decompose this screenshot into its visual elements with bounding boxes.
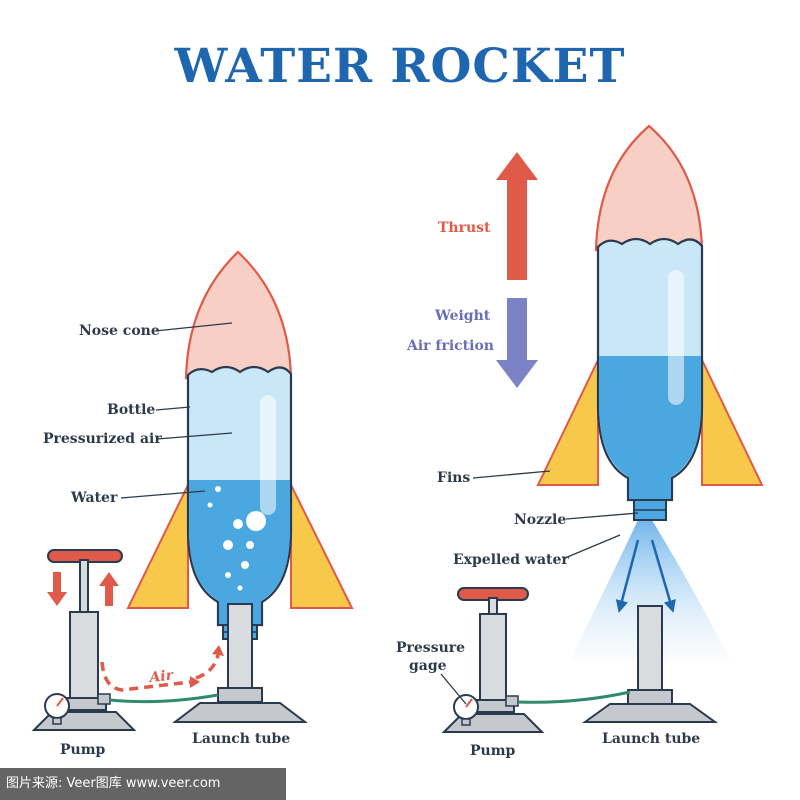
- right-launch-tube: [581, 605, 719, 723]
- label-pressure-gage-line1: Pressure: [396, 640, 465, 656]
- left-water: [189, 480, 290, 624]
- label-left-launch-tube: Launch tube: [192, 731, 290, 747]
- weight-friction-arrow: [496, 298, 538, 388]
- label-right-pump: Pump: [470, 743, 516, 759]
- label-weight: Weight: [434, 308, 491, 324]
- left-bubbles: [207, 486, 266, 591]
- left-nose-cone: [184, 250, 293, 380]
- right-fin-left: [536, 359, 599, 486]
- spray-arrows: [615, 539, 676, 613]
- label-fins: Fins: [437, 470, 470, 486]
- thrust-arrow: [496, 152, 538, 280]
- label-left-pump: Pump: [60, 742, 106, 758]
- left-rocket: [126, 250, 354, 640]
- right-hose: [517, 690, 631, 704]
- label-bottle: Bottle: [107, 402, 155, 418]
- right-fin-right: [701, 359, 764, 486]
- left-pump: [31, 549, 137, 731]
- right-pump: [441, 587, 545, 733]
- left-launch-tube: [172, 603, 308, 723]
- right-water: [599, 356, 701, 499]
- pump-motion-arrows: [47, 572, 119, 606]
- left-fin-left: [126, 484, 189, 609]
- label-expelled-water: Expelled water: [453, 552, 569, 568]
- label-air-friction: Air friction: [406, 338, 494, 354]
- label-pressurized-air: Pressurized air: [43, 431, 162, 447]
- label-pressure-gage: Pressure gage: [396, 640, 470, 674]
- watermark-banner: 图片来源: Veer图库 www.veer.com: [0, 768, 286, 800]
- label-right-launch-tube: Launch tube: [602, 731, 700, 747]
- label-thrust: Thrust: [438, 220, 491, 236]
- label-nozzle: Nozzle: [514, 512, 566, 528]
- right-nose-cone: [594, 124, 704, 252]
- label-pressure-gage-line2: gage: [409, 658, 447, 674]
- right-bottle-highlight: [668, 270, 684, 405]
- right-rocket: [536, 124, 764, 521]
- left-fin-right: [290, 484, 354, 609]
- air-flow-arrows: [100, 654, 220, 692]
- expelled-water-spray: [570, 520, 730, 660]
- label-water: Water: [70, 490, 118, 506]
- left-bottle-highlight: [260, 395, 276, 515]
- label-air: Air: [147, 667, 176, 686]
- left-hose: [109, 693, 219, 704]
- label-nose-cone: Nose cone: [79, 323, 160, 339]
- diagram-title: WATER ROCKET: [174, 39, 626, 94]
